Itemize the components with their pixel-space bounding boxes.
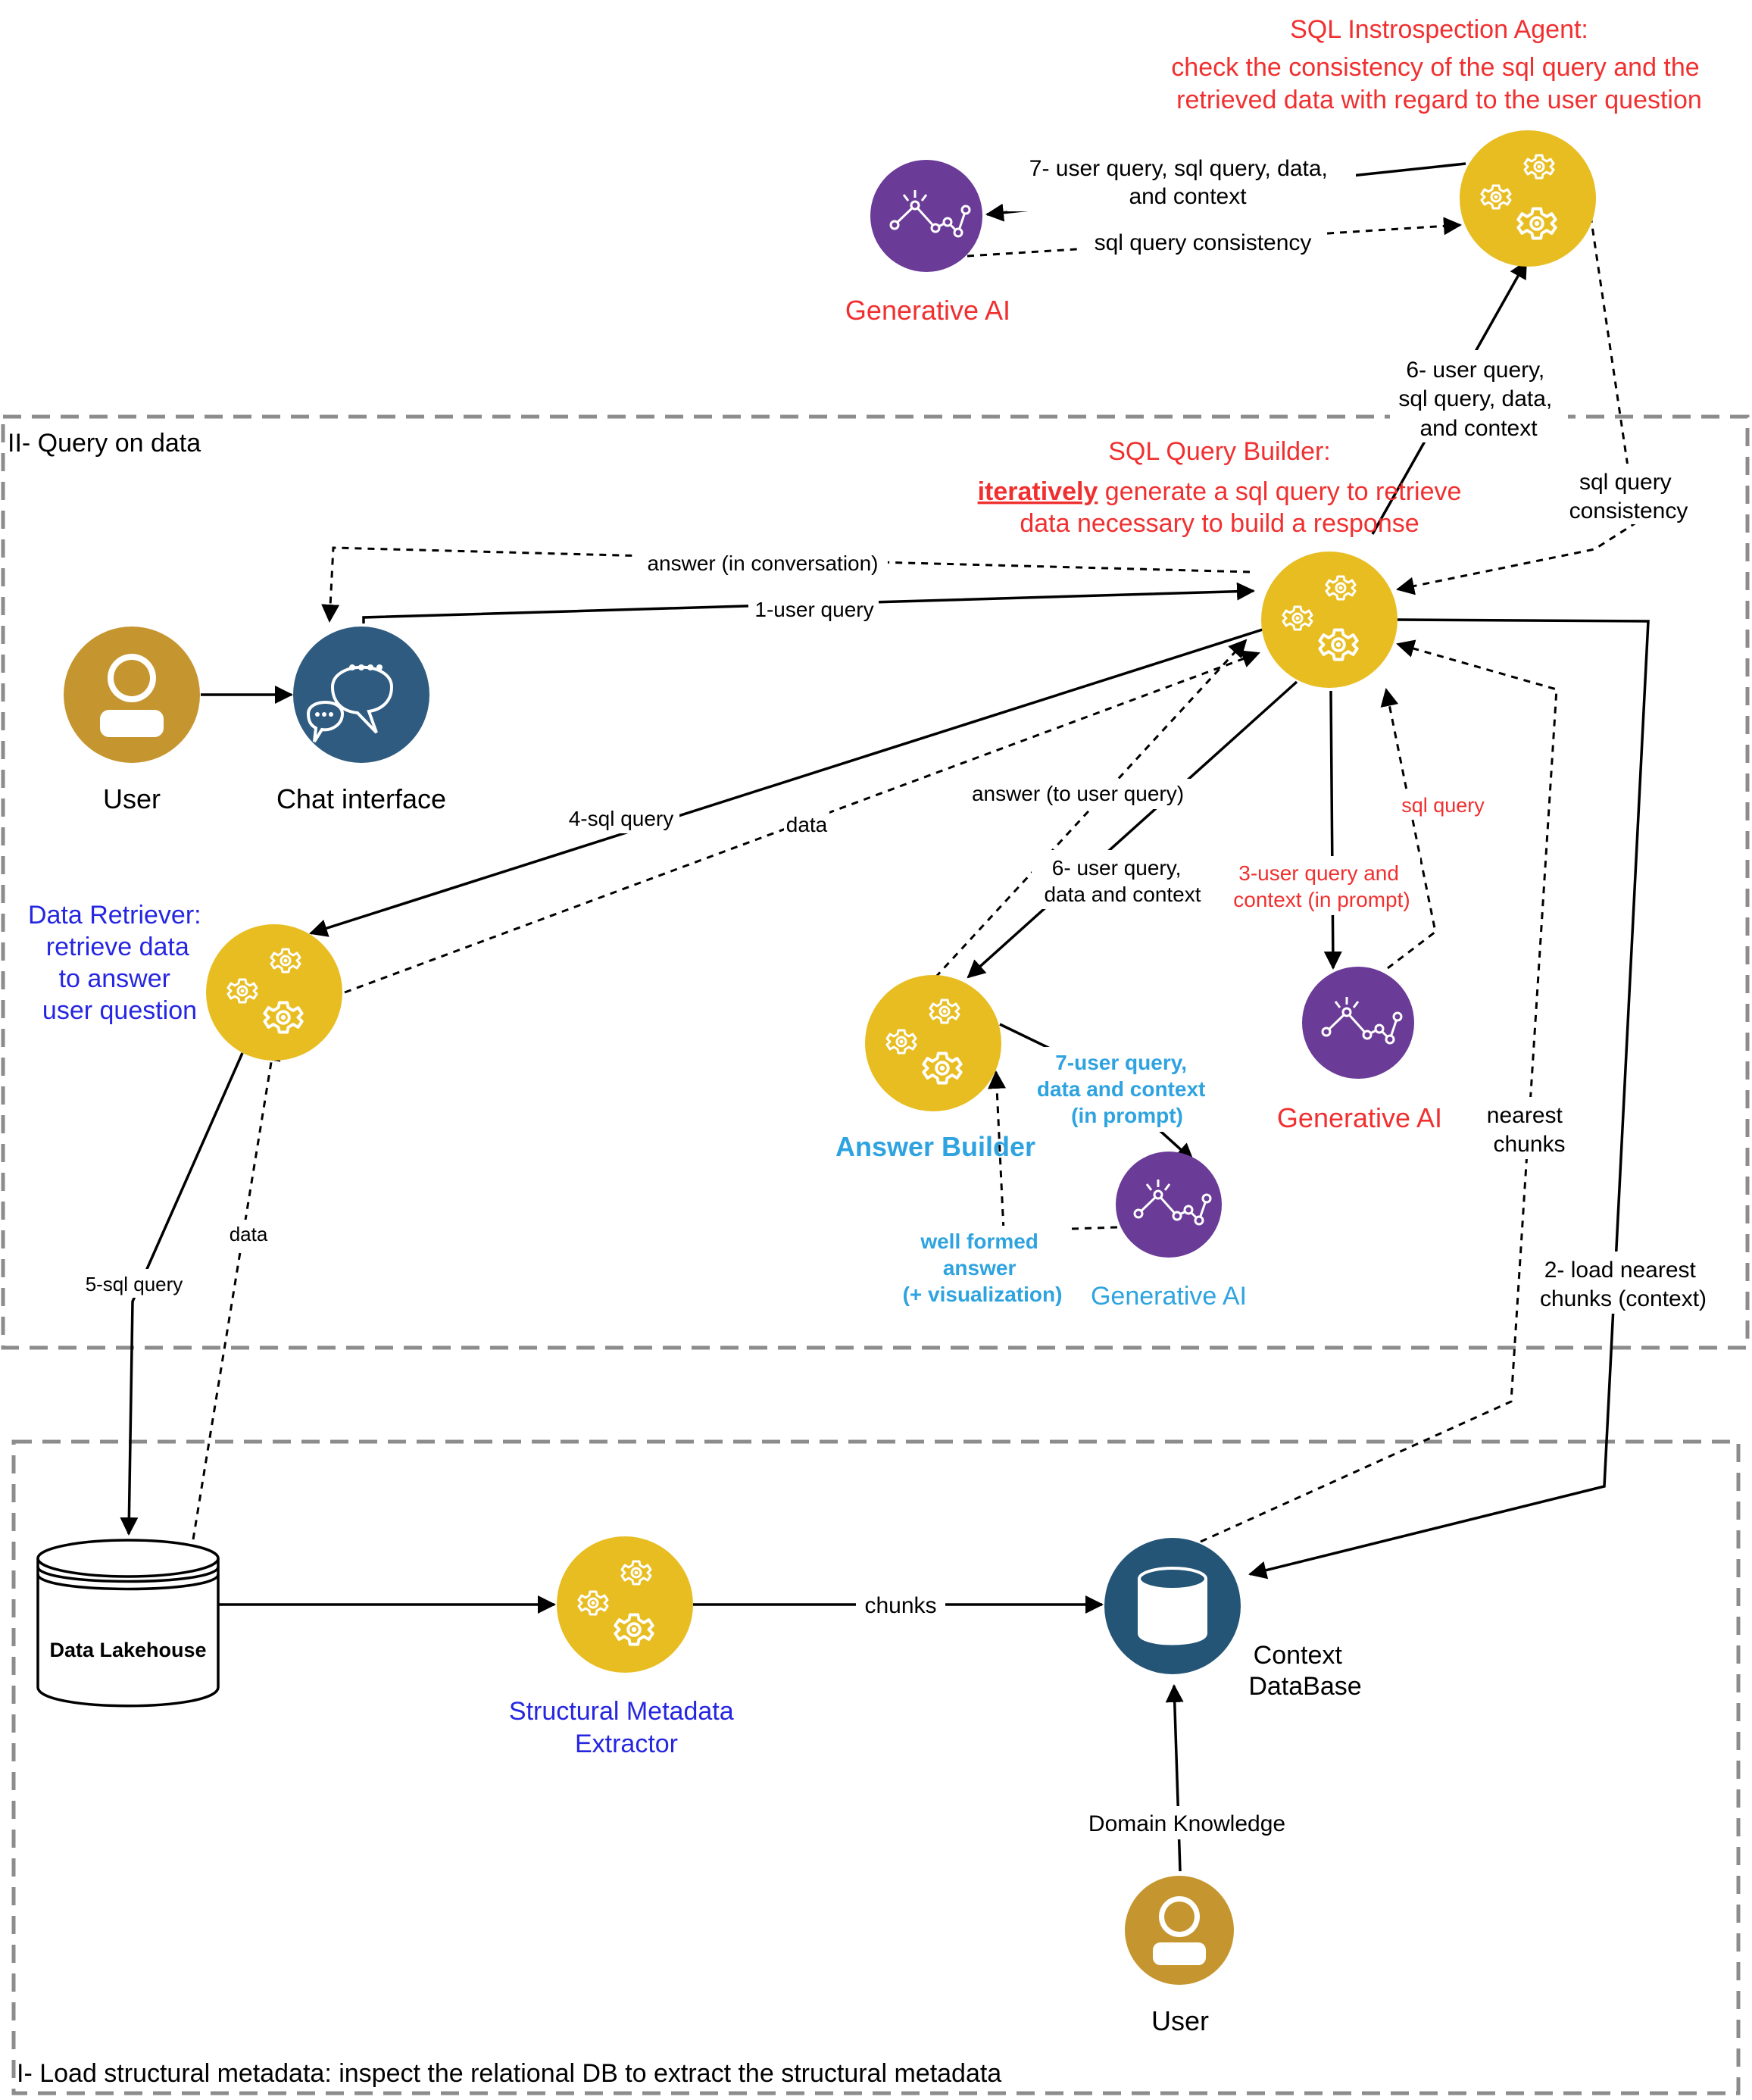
- label-data-mid: data: [786, 813, 828, 836]
- data-retriever-node: [206, 924, 342, 1061]
- introspection-desc2: retrieved data with regard to the user q…: [1176, 86, 1702, 114]
- label-6-answer: 6- user query, data and context: [1044, 856, 1201, 906]
- edge-sql-consistency-right: [1396, 215, 1638, 595]
- label-sql-query-4: 4-sql query: [569, 807, 674, 830]
- data-lakehouse-node: [36, 1539, 220, 1708]
- label-answer-conversation: answer (in conversation): [647, 552, 878, 575]
- edge-builder-answer: [967, 680, 1298, 979]
- sql-query-builder-desc2: data necessary to build a response: [1020, 509, 1419, 538]
- group-query-on-data: [1, 414, 1750, 1350]
- genai-red-label: Generative AI: [1277, 1102, 1442, 1133]
- edge-sql-query-5: [120, 1052, 244, 1536]
- introspection-title: SQL Instrospection Agent:: [1290, 15, 1588, 44]
- label-7-query: 7- user query, sql query, data, and cont…: [1029, 156, 1334, 209]
- answer-builder-label: Answer Builder: [835, 1131, 1035, 1162]
- context-database-node: [1104, 1538, 1241, 1674]
- genai-cyan-label: Generative AI: [1091, 1282, 1247, 1311]
- label-sql-consistency-top: sql query consistency: [1095, 230, 1312, 255]
- group-load-metadata-label: I- Load structural metadata: inspect the…: [17, 2059, 1001, 2088]
- data-lakehouse-label: Data Lakehouse: [49, 1639, 206, 1661]
- label-6-introspection: 6- user query, sql query, data, and cont…: [1398, 358, 1558, 441]
- label-load-nearest: 2- load nearest chunks (context): [1540, 1258, 1707, 1311]
- edge-nearest-chunks: [1200, 639, 1558, 1543]
- group-load-metadata: [11, 1439, 1741, 2095]
- edge-builder-genai: [1323, 690, 1342, 970]
- ai-graph-icon: [1321, 997, 1403, 1045]
- ai-graph-icon: [889, 190, 971, 238]
- edge-domain-knowledge: [1165, 1684, 1184, 1872]
- genai-node-cyan: [1116, 1152, 1222, 1258]
- introspection-desc1: check the consistency of the sql query a…: [1171, 53, 1699, 82]
- genai-node-red: [1302, 967, 1414, 1079]
- label-data-low: data: [230, 1223, 268, 1245]
- edge-well-formed: [988, 1070, 1118, 1233]
- label-7-answer: 7-user query, data and context (in promp…: [1037, 1051, 1211, 1127]
- edge-sql-query-4: [309, 627, 1266, 937]
- edge-data-mid: [344, 650, 1260, 994]
- structural-extractor-node: [557, 1536, 693, 1673]
- context-database-label: Context DataBase: [1248, 1641, 1361, 1701]
- label-3-prompt: 3-user query and context (in prompt): [1233, 861, 1410, 911]
- edge-answer-conversation: [321, 546, 1251, 623]
- data-retriever-label: Data Retriever: retrieve data to answer …: [28, 901, 208, 1025]
- genai-top-label: Generative AI: [845, 295, 1010, 326]
- label-well-formed: well formed answer (+ visualization): [903, 1230, 1063, 1306]
- sql-introspection-node: [1460, 130, 1596, 267]
- edge-user-query: [362, 582, 1255, 623]
- label-nearest-chunks: nearest chunks: [1487, 1103, 1569, 1157]
- sql-query-builder-desc: iteratively generate a sql query to retr…: [978, 477, 1462, 506]
- chat-interface-node: [293, 627, 429, 763]
- group-query-on-data-label: II- Query on data: [8, 429, 201, 458]
- sql-query-builder-title: SQL Query Builder:: [1108, 437, 1331, 466]
- edge-sql-query-red: [1380, 688, 1437, 970]
- answer-builder-node: [865, 975, 1001, 1111]
- label-sql-consistency-right: sql query consistency: [1569, 470, 1688, 523]
- label-sql-query-5: 5-sql query: [86, 1273, 183, 1295]
- sql-query-builder-node: [1261, 552, 1398, 688]
- label-user-query: 1-user query: [754, 598, 873, 621]
- user-node-top: [64, 627, 200, 763]
- label-sql-query-red: sql query: [1401, 794, 1485, 817]
- user-node-bottom: [1125, 1876, 1234, 1985]
- ai-graph-icon: [1133, 1180, 1212, 1226]
- genai-node-top: [870, 160, 982, 272]
- chat-interface-label: Chat interface: [276, 783, 446, 814]
- edge-data-low: [192, 1042, 281, 1540]
- edge-load-nearest: [1248, 618, 1650, 1580]
- label-chunks: chunks: [864, 1593, 936, 1618]
- user-bottom-label: User: [1151, 2005, 1209, 2036]
- structural-extractor-label: Structural Metadata Extractor: [509, 1697, 741, 1758]
- user-top-label: User: [103, 783, 161, 814]
- label-domain-knowledge: Domain Knowledge: [1088, 1811, 1285, 1836]
- label-answer-to-user: answer (to user query): [972, 782, 1184, 805]
